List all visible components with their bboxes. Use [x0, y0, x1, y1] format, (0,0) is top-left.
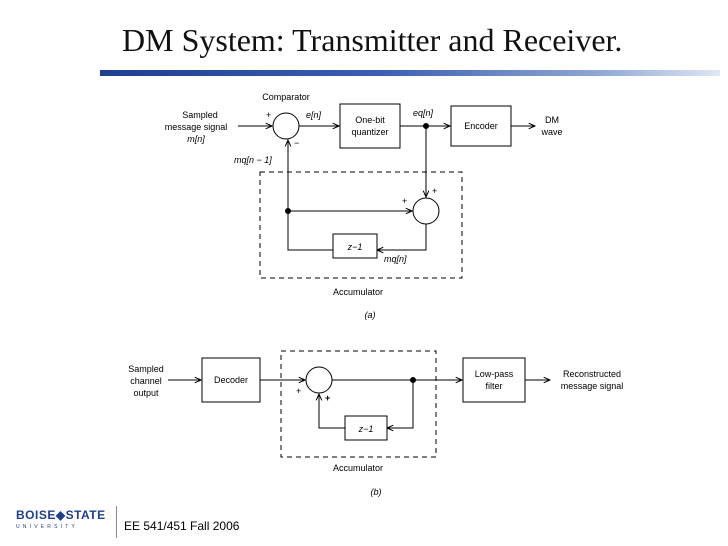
- eq-label: eq[n]: [413, 108, 434, 118]
- receiver-diagram: [168, 350, 550, 458]
- feedback-label: mq[n − 1]: [234, 155, 272, 165]
- rx-input-label-1: Sampled: [128, 364, 164, 374]
- adder-plus-top: +: [432, 186, 437, 196]
- university-logo: BOISE◆STATE: [16, 508, 106, 522]
- rx-accumulator-box: [280, 350, 437, 458]
- rx-input-label-2: channel: [130, 376, 162, 386]
- university-logo-subtitle: UNIVERSITY: [16, 524, 79, 530]
- accumulator-adder-circle: [412, 197, 440, 225]
- quantizer-box: [339, 103, 401, 149]
- tx-delay-label: z−1: [347, 242, 363, 252]
- rx-output-label-2: message signal: [561, 381, 624, 391]
- rx-to-delay-arrow: [387, 380, 414, 428]
- delay-to-comparator-arrow: [288, 140, 333, 251]
- mq-to-delay-arrow: [377, 224, 427, 250]
- tx-caption: (a): [365, 310, 376, 320]
- quantizer-label-2: quantizer: [351, 127, 388, 137]
- title-underline: [100, 70, 720, 76]
- rx-output-label-1: Reconstructed: [563, 369, 621, 379]
- mq-label: mq[n]: [384, 254, 407, 264]
- rx-delay-to-adder-arrow: [319, 394, 345, 429]
- lpf-label-2: filter: [485, 381, 502, 391]
- error-label: e[n]: [306, 110, 322, 120]
- rx-adder-plus-left: +: [296, 386, 301, 396]
- dm-output-label-1: DM: [545, 115, 559, 125]
- rx-delay-label: z−1: [358, 424, 374, 434]
- tx-input-signal: m[n]: [187, 134, 205, 144]
- encoder-label: Encoder: [464, 121, 498, 131]
- lpf-label-1: Low-pass: [475, 369, 514, 379]
- tx-accumulator-box: [259, 171, 463, 279]
- slide-footer: EE 541/451 Fall 2006: [124, 519, 240, 533]
- tx-input-label-2: message signal: [165, 122, 228, 132]
- comparator-minus: −: [294, 138, 299, 148]
- footer-divider: [116, 506, 117, 538]
- quantizer-label-1: One-bit: [355, 115, 385, 125]
- comparator-circle: [272, 112, 300, 140]
- rx-adder-plus-bottom: +: [325, 393, 330, 403]
- tx-input-label-1: Sampled: [182, 110, 218, 120]
- receiver-labels: Sampled channel output Decoder + + Low-p…: [128, 364, 623, 497]
- rx-input-label-3: output: [133, 388, 159, 398]
- decoder-label: Decoder: [214, 375, 248, 385]
- tx-delay-box: [332, 233, 378, 259]
- lpf-box: [462, 357, 526, 403]
- comparator-label: Comparator: [262, 92, 310, 102]
- tx-accumulator-label: Accumulator: [333, 287, 383, 297]
- transmitter-diagram: [238, 103, 535, 279]
- transmitter-labels: Sampled message signal m[n] Comparator +…: [165, 92, 563, 320]
- rx-caption: (b): [371, 487, 382, 497]
- adder-plus-left: +: [402, 196, 407, 206]
- rx-adder-circle: [305, 366, 333, 394]
- dm-output-label-2: wave: [540, 127, 562, 137]
- slide-title: DM System: Transmitter and Receiver.: [122, 22, 623, 58]
- rx-accumulator-label: Accumulator: [333, 463, 383, 473]
- comparator-plus: +: [266, 110, 271, 120]
